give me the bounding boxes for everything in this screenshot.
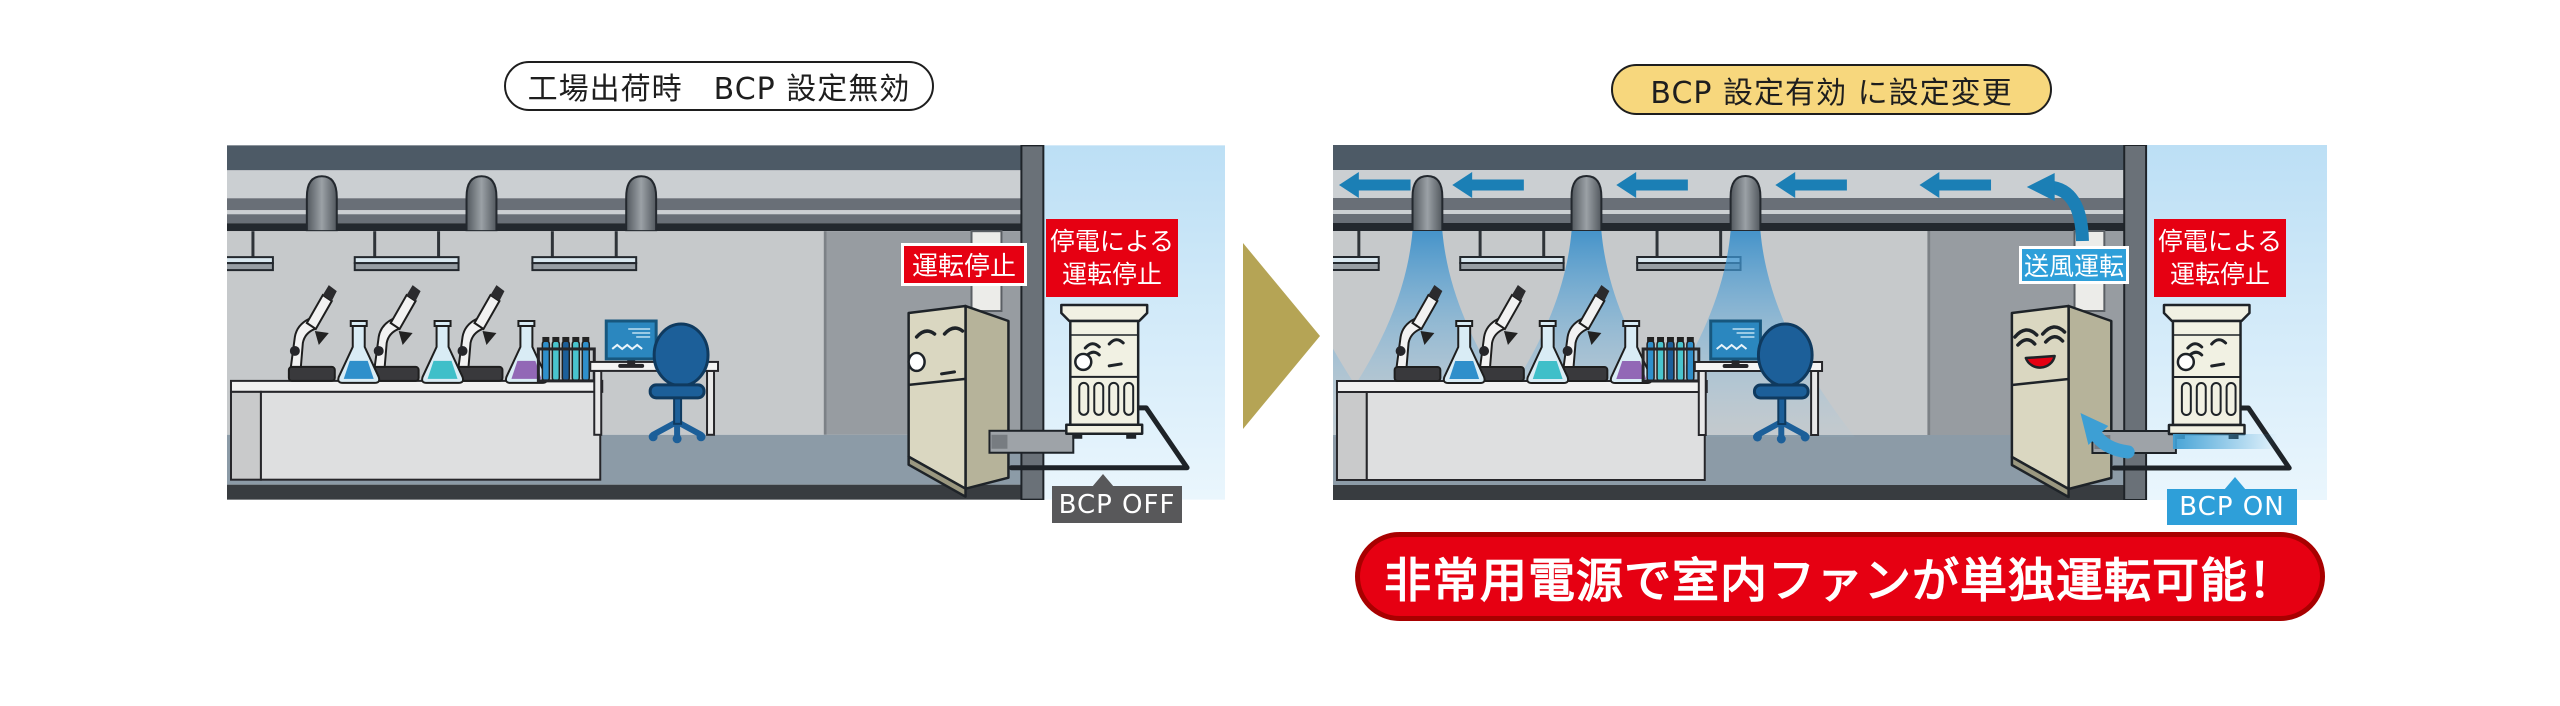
happy-face-icon [2013, 325, 2067, 347]
left-lab-scene [227, 145, 1225, 500]
intake-air-streak-icon [2172, 434, 2278, 449]
panel-bcp-disabled: 運転停止 停電による 運転停止 BCP OFF [227, 145, 1225, 523]
pointer-up-icon [1092, 474, 1114, 487]
duct-airflow-arrows-icon [1338, 172, 1992, 198]
pointer-up-icon [2224, 477, 2246, 490]
left-panel-title: 工場出荷時 BCP 設定無効 [504, 61, 934, 111]
benefit-banner: 非常用電源で室内ファンが単独運転可能！ [1355, 532, 2325, 621]
transition-arrow-icon [1243, 243, 1320, 429]
sleeping-face-icon [914, 326, 965, 376]
indoor-unit-status-badge: 送風運転 [2019, 246, 2129, 284]
indoor-unit-status-badge: 運転停止 [901, 243, 1027, 286]
panel-bcp-enabled: 送風運転 停電による 運転停止 BCP ON [1333, 145, 2331, 525]
right-lab-scene [1333, 145, 2327, 500]
right-panel-title: BCP 設定有効 に設定変更 [1611, 64, 2052, 115]
outdoor-unit-status-badge: 停電による 運転停止 [2154, 219, 2286, 297]
outdoor-unit-status-badge: 停電による 運転停止 [1046, 219, 1178, 297]
bcp-on-label: BCP ON [2167, 477, 2297, 525]
bcp-off-label: BCP OFF [1052, 474, 1182, 523]
